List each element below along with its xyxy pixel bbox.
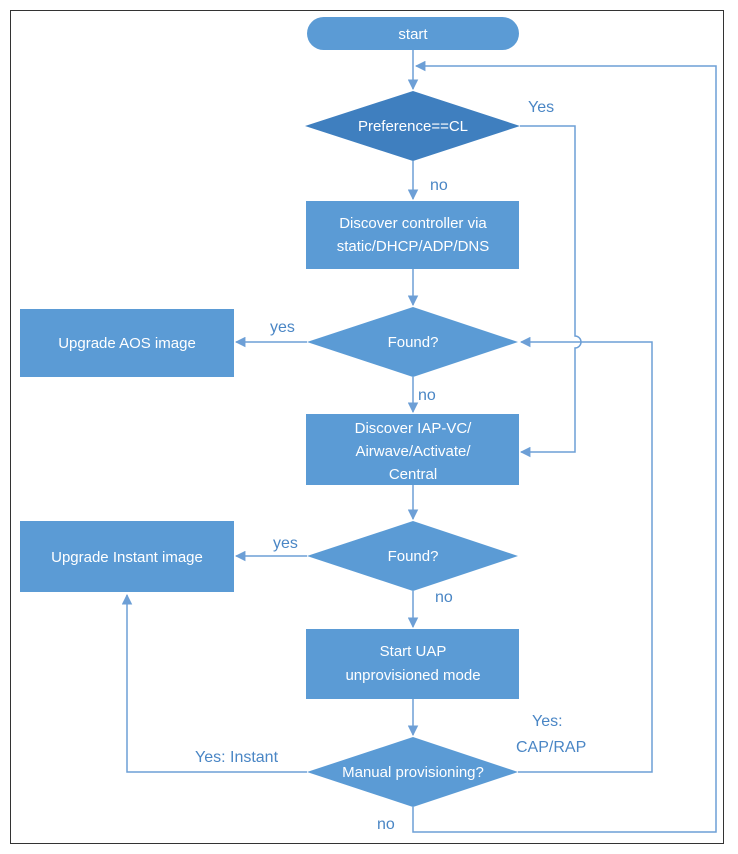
edge-label-manual-yes-cap-line-2: CAP/RAP — [516, 739, 586, 756]
discover-iap-process: Discover IAP-VC/ Airwave/Activate/ Centr… — [306, 414, 519, 485]
discover-iap-line-3: Central — [389, 466, 437, 483]
edge-label-manual-no: no — [377, 816, 395, 833]
start-uap-line-2: unprovisioned mode — [345, 667, 480, 684]
start-uap-process: Start UAP unprovisioned mode — [306, 629, 519, 699]
start-node: start — [307, 17, 519, 50]
upgrade-aos-process: Upgrade AOS image — [20, 309, 234, 377]
preference-label: Preference==CL — [358, 118, 468, 135]
upgrade-aos-label: Upgrade AOS image — [58, 335, 196, 352]
edge-label-preference-no: no — [430, 177, 448, 194]
found-1-label: Found? — [388, 334, 439, 351]
edge-label-found-2-yes: yes — [273, 535, 298, 552]
preference-decision: Preference==CL — [305, 91, 520, 161]
edge-label-found-1-yes: yes — [270, 319, 295, 336]
edge-label-manual-yes-instant: Yes: Instant — [195, 749, 279, 766]
edge-label-preference-yes: Yes — [528, 99, 554, 116]
discover-controller-line-2: static/DHCP/ADP/DNS — [337, 238, 490, 255]
connector-preference-yes — [519, 125, 582, 458]
start-label: start — [398, 26, 428, 43]
upgrade-instant-label: Upgrade Instant image — [51, 549, 203, 566]
manual-provisioning-decision: Manual provisioning? — [307, 737, 518, 807]
discover-iap-line-1: Discover IAP-VC/ — [355, 420, 473, 437]
connector-manual-no-loop — [412, 60, 717, 833]
connector-manual-yes-instant — [121, 593, 307, 773]
connector-manual-yes-cap-rap — [518, 336, 653, 773]
discover-controller-line-1: Discover controller via — [339, 215, 487, 232]
found-decision-2: Found? — [307, 521, 518, 591]
found-2-label: Found? — [388, 548, 439, 565]
found-decision-1: Found? — [307, 307, 518, 377]
start-uap-line-1: Start UAP — [380, 643, 447, 660]
edge-label-manual-yes-cap-line-1: Yes: — [532, 713, 563, 730]
discover-iap-line-2: Airwave/Activate/ — [355, 443, 471, 460]
edge-label-found-2-no: no — [435, 589, 453, 606]
discover-controller-process: Discover controller via static/DHCP/ADP/… — [306, 201, 519, 269]
edge-label-found-1-no: no — [418, 387, 436, 404]
manual-provisioning-label: Manual provisioning? — [342, 764, 484, 781]
upgrade-instant-process: Upgrade Instant image — [20, 521, 234, 592]
